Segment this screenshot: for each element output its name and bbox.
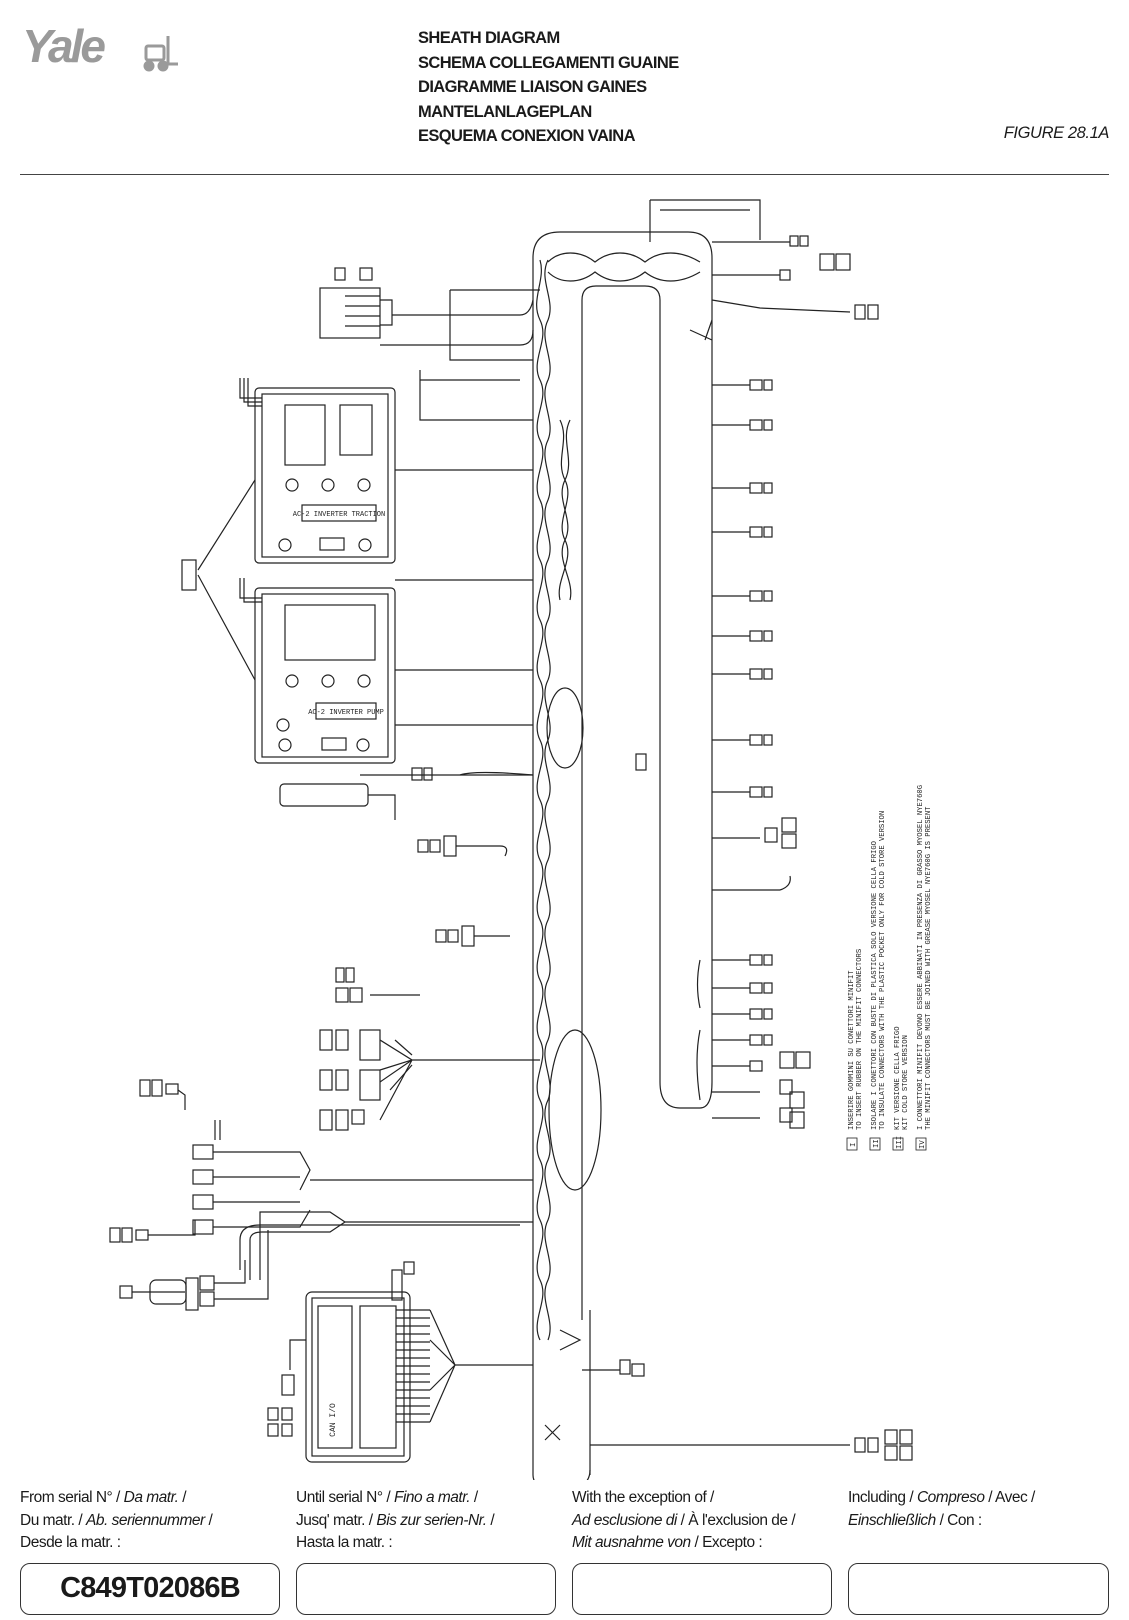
figure-number: FIGURE 28.1A — [1003, 124, 1110, 142]
until-serial-box — [296, 1563, 556, 1615]
note-4-number: IV — [919, 1140, 927, 1149]
diagram-titles: SHEATH DIAGRAM SCHEMA COLLEGAMENTI GUAIN… — [418, 26, 679, 149]
title-de: MANTELANLAGEPLAN — [418, 102, 592, 121]
note-3-number: III — [896, 1136, 904, 1149]
bottom-right-connectors — [544, 1329, 913, 1461]
note-4-it: I CONNETTORI MINIFIT DEVONO ESSERE ABBIN… — [917, 785, 925, 1130]
traction-inverter-label: AC-2 INVERTER TRACTION — [293, 511, 385, 519]
right-connector-stack — [635, 379, 811, 1129]
forklift-icon — [143, 36, 178, 72]
from-serial-value: C849T02086B — [60, 1572, 241, 1604]
pump-inverter: AC-2 INVERTER PUMP — [239, 578, 533, 764]
note-3-en: KIT COLD STORE VERSION — [902, 1035, 910, 1130]
can-io-label: CAN I/O — [329, 1403, 338, 1437]
far-left-sensor-harness — [139, 1079, 533, 1235]
note-2-en: TO INSULATE CONNECTORS WITH THE PLASTIC … — [879, 811, 887, 1130]
from-serial-box: C849T02086B — [20, 1563, 280, 1615]
note-1-it: INSERIRE GOMMINI SU CONETTORI MINIFIT — [848, 970, 856, 1130]
note-4-en: THE MINIFIT CONNECTORS MUST BE JOINED WI… — [925, 806, 933, 1130]
note-2-it: ISOLARE I CONETTORI CON BUSTE DI PLASTIC… — [871, 841, 879, 1130]
from-serial-label: From serial N° / Da matr. / Du matr. / A… — [20, 1489, 213, 1551]
title-en: SHEATH DIAGRAM — [418, 29, 560, 47]
including-label: Including / Compreso / Avec / Einschließ… — [848, 1489, 1035, 1529]
bottom-left-connectors — [109, 1211, 533, 1311]
title-es: ESQUEMA CONEXION VAINA — [418, 127, 636, 145]
can-io-module: CAN I/O — [267, 1261, 533, 1463]
main-harness-trunk — [532, 199, 761, 1480]
header-rule — [20, 174, 1109, 175]
exception-label: With the exception of / Ad esclusione di… — [572, 1489, 796, 1551]
note-3-it: KIT VERSIONE CELLA FRIGO — [894, 1026, 902, 1130]
note-2-number: II — [873, 1139, 881, 1148]
diagram-notes: I INSERIRE GOMMINI SU CONETTORI MINIFIT … — [846, 785, 933, 1151]
title-fr: DIAGRAMME LIAISON GAINES — [418, 78, 647, 96]
brand-text: Yale — [22, 20, 105, 72]
sheath-wiring-diagram: AC-2 INVERTER TRACTION AC-2 INVERTER PUM… — [109, 199, 933, 1480]
traction-inverter: AC-2 INVERTER TRACTION — [239, 370, 533, 564]
top-left-connector-block — [319, 267, 540, 361]
note-1-en: TO INSERT RUBBER ON THE MINIFIT CONNECTO… — [856, 949, 864, 1130]
title-it: SCHEMA COLLEGAMENTI GUAINE — [418, 53, 679, 72]
left-inverter-bracket — [181, 479, 256, 681]
including-box — [848, 1563, 1109, 1615]
top-right-connectors — [689, 235, 879, 341]
exception-box — [572, 1563, 832, 1615]
note-1-number: I — [850, 1143, 858, 1147]
pump-inverter-label: AC-2 INVERTER PUMP — [308, 709, 384, 717]
mid-left-connectors — [279, 767, 534, 947]
left-cluster-connectors — [319, 967, 540, 1131]
yale-logo: Yale — [22, 20, 178, 72]
until-serial-label: Until serial N° / Fino a matr. / Jusq' m… — [296, 1489, 495, 1551]
